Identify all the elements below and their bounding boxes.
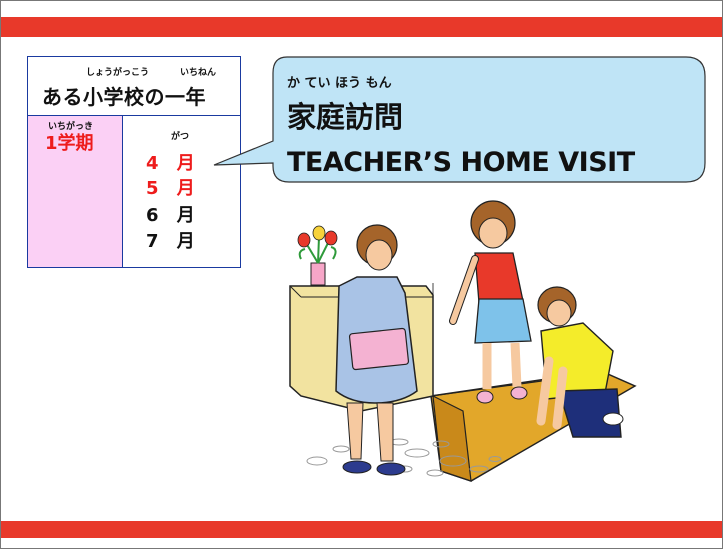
term-cell: [28, 116, 123, 267]
school-title: ある小学校の一年: [42, 85, 206, 109]
mother-figure: [536, 286, 624, 438]
month-april: 4 月: [146, 153, 201, 174]
bubble-title: 家庭訪問: [287, 100, 404, 134]
month-ruby: がつ: [171, 132, 190, 142]
bottom-red-bar: [1, 521, 722, 538]
month-may: 5 月: [146, 178, 201, 199]
speech-bubble: [213, 56, 706, 183]
bubble-ruby: か てい ほう もん: [287, 76, 392, 91]
bubble-english-title: TEACHER’S HOME VISIT: [287, 147, 635, 178]
month-july: 7 月: [146, 231, 201, 252]
term-ruby: いちがっき: [48, 122, 94, 132]
flower-vase: [310, 262, 326, 286]
ruby-shogakko: しょうがっこう: [86, 68, 150, 78]
month-june: 6 月: [146, 205, 201, 226]
top-red-bar: [1, 17, 722, 37]
term-label: 1学期: [45, 133, 94, 154]
teacher-figure: [335, 224, 418, 476]
home-visit-illustration: [289, 200, 637, 482]
girl-figure: [449, 200, 532, 404]
card-header: しょうがっこう いちねん ある小学校の一年: [28, 57, 240, 116]
ruby-ichinen: いちねん: [180, 68, 217, 78]
